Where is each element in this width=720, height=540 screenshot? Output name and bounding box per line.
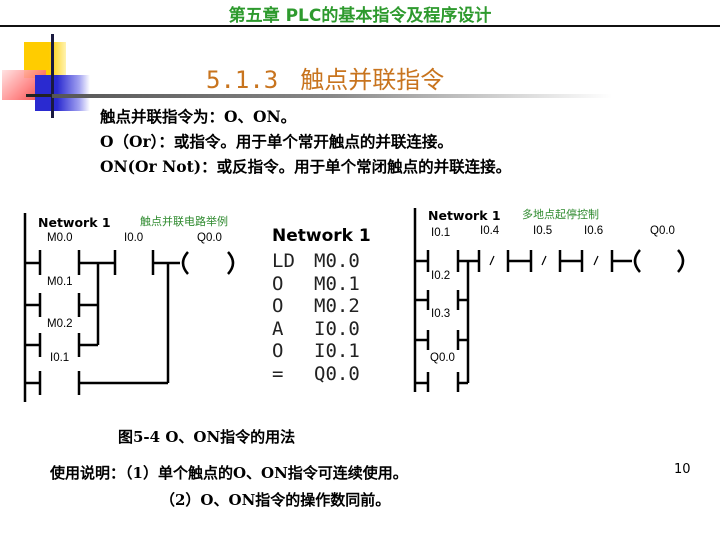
network-label: Network 1	[428, 208, 501, 223]
usage-item: （1）单个触点的O、ON指令可连续使用。	[125, 464, 408, 482]
contact-label: I0.1	[431, 227, 451, 239]
diagram-note: 多地点起停控制	[522, 208, 599, 221]
contact-label: I0.0	[124, 232, 144, 244]
contact-label: I0.1	[50, 352, 70, 364]
contact-label: I0.3	[431, 308, 451, 320]
body-line: 触点并联指令为：O、ON。	[100, 107, 297, 126]
stl-network-label: Network 1	[272, 226, 371, 246]
decorative-squares-icon	[0, 30, 100, 120]
title-underline	[52, 94, 612, 98]
ladder-diagram-right: Network 1 多地点起停控制 I0.1 I0.4 I0.5 I0.6 Q0…	[413, 208, 685, 392]
usage-notes: 使用说明：（1）单个触点的O、ON指令可连续使用。 （2）O、ON指令的操作数同…	[50, 460, 408, 514]
coil-label: Q0.0	[197, 232, 222, 244]
chapter-title: 第五章 PLC的基本指令及程序设计	[228, 6, 492, 26]
ladder-diagram-left: Network 1 触点并联电路举例 M0.0 I0.0 Q0.0 M0.1 M…	[0, 0, 270, 410]
usage-item: （2）O、ON指令的操作数同前。	[160, 491, 391, 509]
usage-label: 使用说明：	[50, 464, 126, 482]
contact-label: Q0.0	[430, 352, 455, 364]
figure-caption: 图5-4 O、ON指令的用法	[118, 428, 296, 446]
coil-label: Q0.0	[650, 225, 675, 237]
stl-row: =Q0.0	[272, 362, 360, 385]
section-heading: 触点并联指令	[300, 66, 445, 94]
diagram-note: 触点并联电路举例	[140, 215, 228, 228]
contact-label: M0.2	[47, 318, 73, 330]
contact-label: I0.2	[431, 270, 451, 282]
contact-label: I0.4	[480, 225, 500, 237]
section-title: 5.1.3 触点并联指令	[206, 60, 444, 95]
body-line: O（Or）：或指令。用于单个常开触点的并联连接。	[100, 132, 453, 151]
body-text: 触点并联指令为：O、ON。 O（Or）：或指令。用于单个常开触点的并联连接。 O…	[100, 104, 511, 179]
header-divider	[0, 25, 720, 27]
contact-label: I0.6	[584, 225, 604, 237]
network-label: Network 1	[38, 215, 111, 230]
section-number: 5.1.3	[206, 66, 279, 94]
page-number: 10	[674, 462, 691, 477]
contact-label: M0.1	[47, 276, 73, 288]
ladder-lines-icon	[23, 213, 235, 402]
contact-label: I0.5	[533, 225, 553, 237]
body-line: ON(Or Not)：或反指令。用于单个常闭触点的并联连接。	[100, 157, 512, 176]
ladder-lines-icon	[413, 208, 685, 392]
contact-label: M0.0	[47, 232, 73, 244]
